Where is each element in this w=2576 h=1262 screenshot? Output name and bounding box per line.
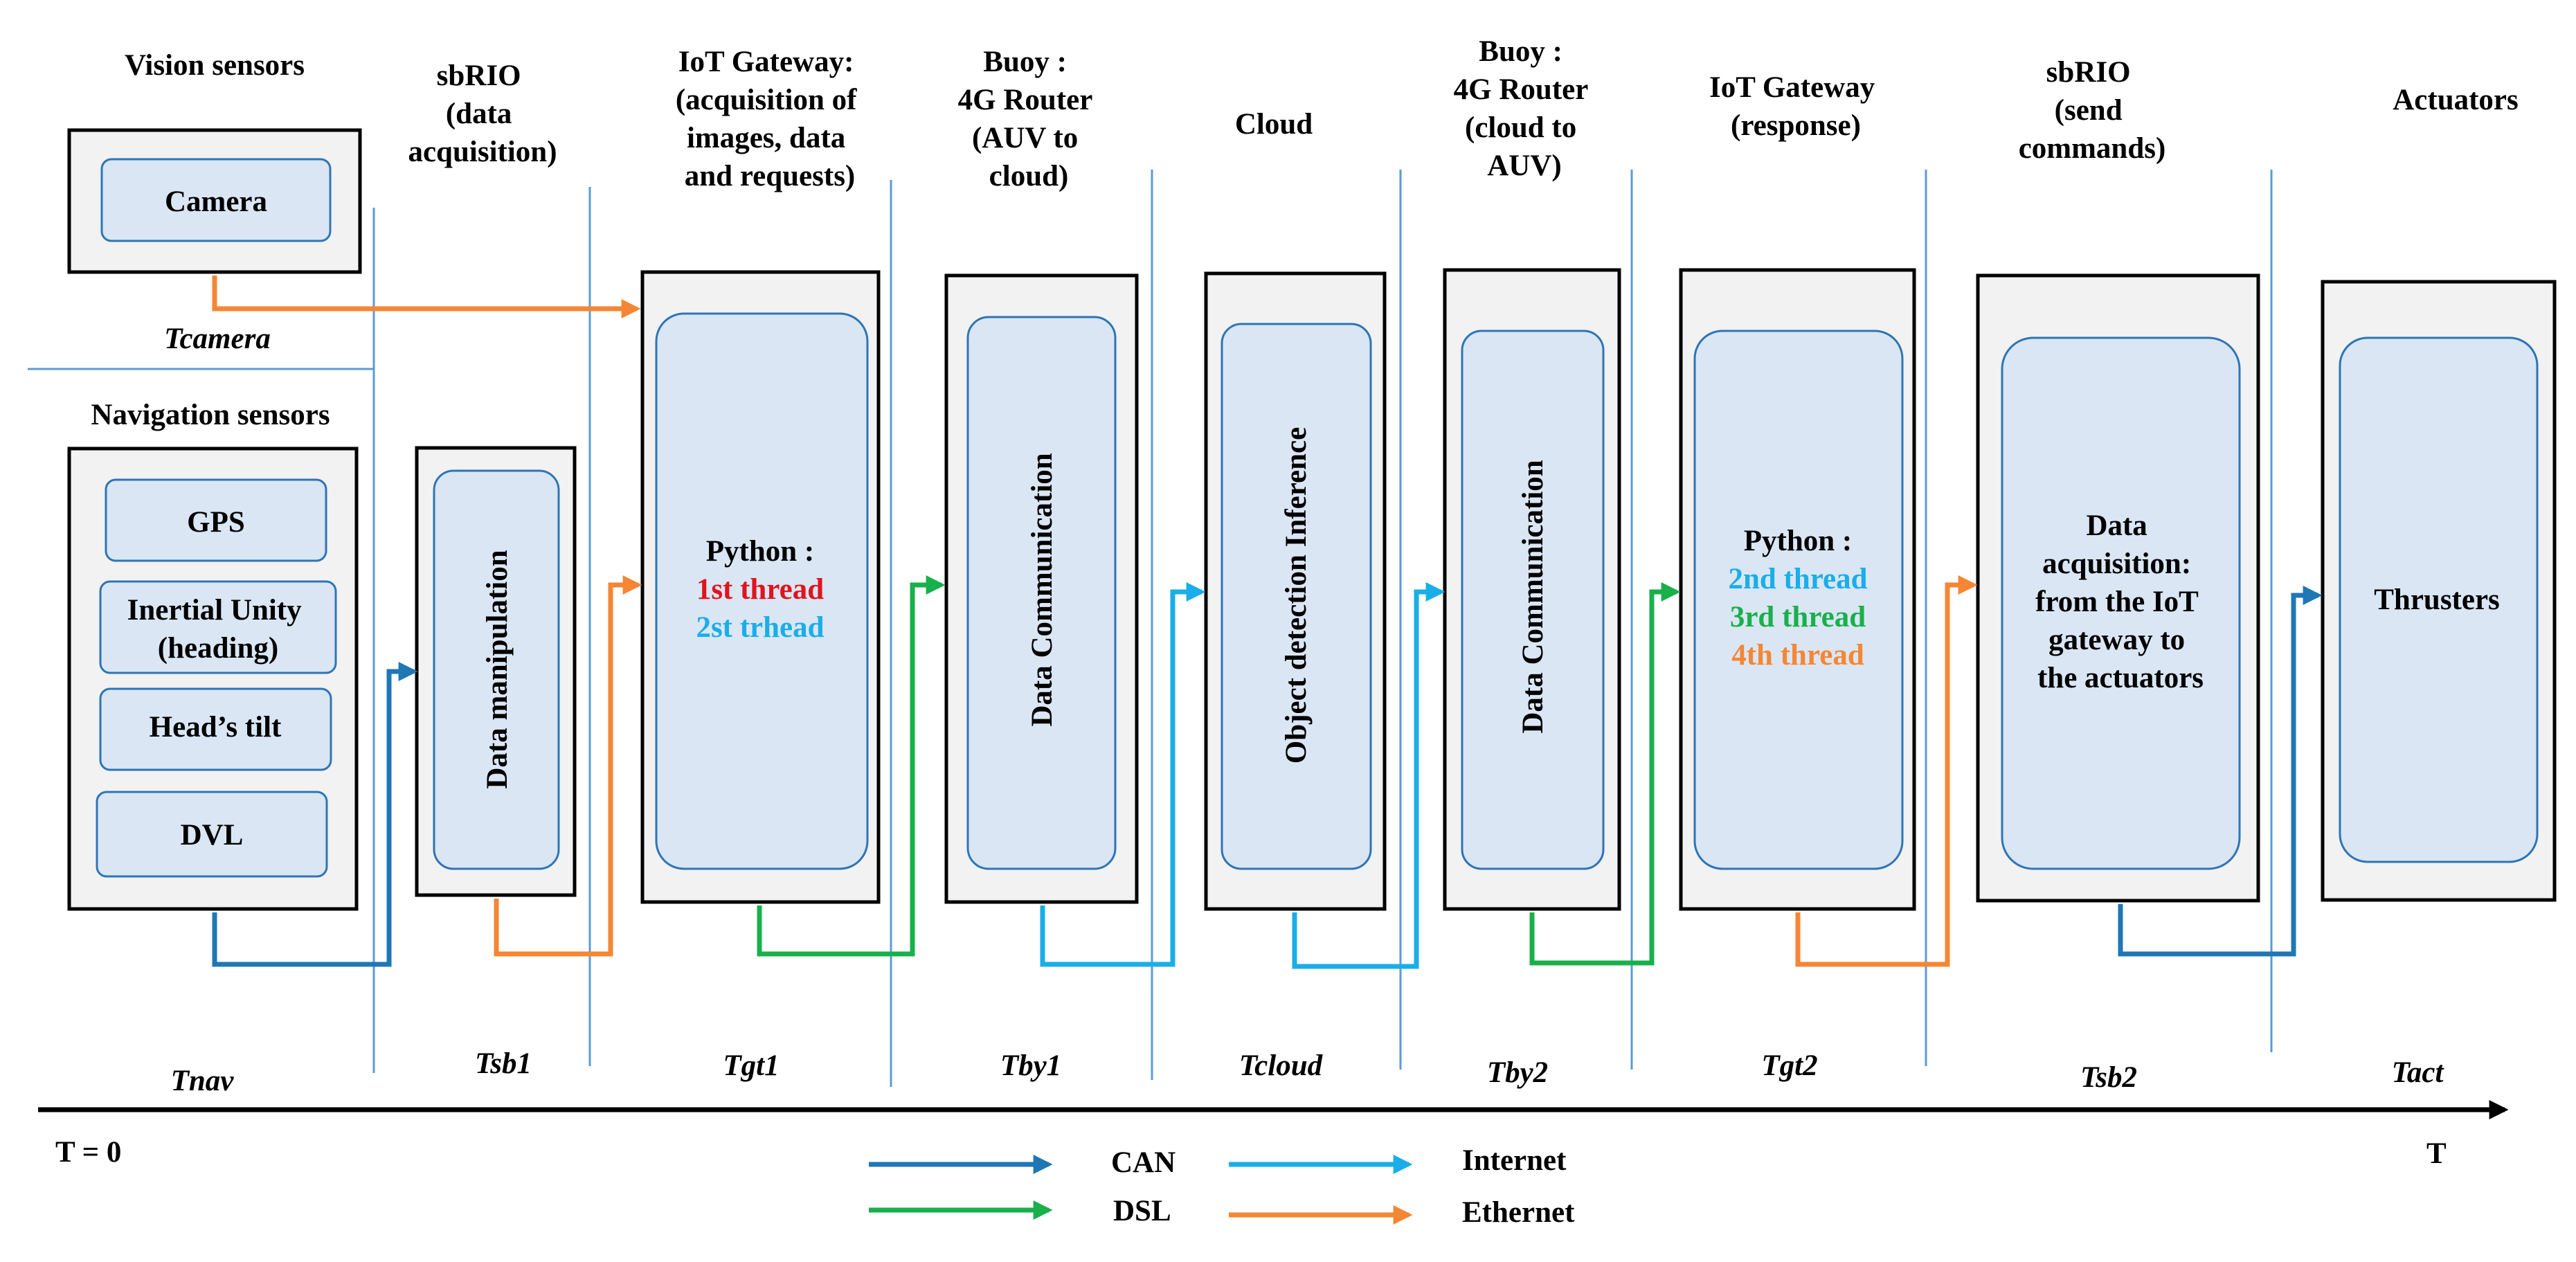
time-label-cloud: Tcloud (1239, 1049, 1324, 1082)
buoy-auv-to-cloud-box: Data Communication (944, 273, 1139, 904)
data-communication-label-2: Data Communication (1517, 460, 1549, 733)
time-label-gt2: Tgt2 (1761, 1049, 1817, 1082)
camera-label: Camera (165, 186, 267, 218)
inertial-unit-box (99, 580, 337, 674)
object-detection-box (1221, 323, 1372, 870)
legend-dsl-label: DSL (1113, 1195, 1171, 1227)
python-label-2: Python : (1744, 525, 1852, 557)
inertial-unit-label: Inertial Unity (heading) (127, 594, 309, 665)
time-labels: Tnav Tsb1 Tgt1 Tby1 Tcloud Tby2 Tgt2 Tsb… (171, 1047, 2445, 1097)
thread-2nd-label: 2nd thread (1728, 563, 1867, 595)
connectors (212, 276, 2323, 969)
thrusters-box (2339, 336, 2539, 863)
dsl-connector-gateway (757, 575, 946, 957)
internet-connector-buoy-1 (1040, 582, 1206, 967)
data-communication-box-1 (966, 316, 1117, 870)
dvl-label: DVL (181, 819, 244, 851)
cloud-box: Object detection Inference (1204, 271, 1387, 911)
legend-internet-label: Internet (1462, 1144, 1567, 1177)
actuators-box: Thrusters (2321, 280, 2557, 902)
time-label-by2: Tby2 (1487, 1056, 1548, 1089)
ethernet-connector-gateway-2 (1795, 575, 1978, 967)
column-dividers (28, 170, 2273, 1087)
time-label-sb1: Tsb1 (475, 1047, 532, 1080)
dvl-box (96, 791, 328, 878)
buoy-cloud-to-auv-box: Data Communication (1443, 268, 1621, 911)
time-axis-end-label: T (2426, 1137, 2447, 1170)
sbrio-acquisition-box: Data manipulation (415, 446, 577, 897)
header-vision-sensors: Vision sensors (125, 49, 305, 82)
header-iot-gateway-acquisition: IoT Gateway: (acquisition of images, dat… (676, 46, 864, 192)
header-iot-gateway-response: IoT Gateway (response) (1709, 71, 1882, 142)
python-threads-box-2 (1693, 330, 1904, 870)
thread-2st-label: 2st trhead (696, 611, 824, 644)
data-manipulation-label: Data manipulation (481, 550, 514, 788)
time-label-act: Tact (2392, 1056, 2445, 1089)
header-sbrio-acquisition: sbRIO (data acquisition) (408, 60, 557, 168)
header-buoy-auv-to-cloud: Buoy : 4G Router (AUV to cloud) (958, 46, 1100, 192)
can-connector-nav (212, 662, 418, 967)
internet-connector-cloud (1292, 582, 1445, 969)
time-label-gt1: Tgt1 (723, 1049, 779, 1082)
time-label-by1: Tby1 (1000, 1049, 1061, 1082)
time-axis-start-label: T = 0 (55, 1136, 121, 1169)
thread-1st-label: 1st thread (696, 573, 824, 606)
data-communication-box-2 (1461, 330, 1605, 870)
gps-label: GPS (187, 506, 245, 539)
iot-gateway-acquisition-box: Python : 1st thread 2st trhead (640, 270, 881, 904)
legend: CAN DSL Internet Ethernet (869, 1144, 1575, 1229)
object-detection-label: Object detection Inference (1280, 427, 1313, 764)
ethernet-connector-sbrio (494, 575, 642, 957)
sbrio-send-commands-box: Data acquisition: from the IoT gateway t… (1976, 273, 2260, 903)
time-label-camera: Tcamera (164, 323, 271, 355)
data-communication-label-1: Data Communication (1026, 453, 1059, 726)
python-threads-box-1 (655, 312, 869, 870)
column-headers: Vision sensors sbRIO (data acquisition) … (91, 35, 2518, 431)
vision-sensor-box: Camera (67, 128, 362, 274)
iot-gateway-response-box: Python : 2nd thread 3rd thread 4th threa… (1679, 268, 1916, 911)
time-label-sb2: Tsb2 (2080, 1061, 2137, 1094)
data-acquisition-label: Data acquisition: from the IoT gateway t… (2035, 510, 2206, 694)
ethernet-connector-camera (212, 276, 641, 318)
navigation-sensor-box: GPS Inertial Unity (heading) Head’s tilt… (67, 447, 359, 911)
time-label-nav: Tnav (171, 1065, 235, 1097)
header-actuators: Actuators (2393, 84, 2519, 116)
header-navigation-sensors: Navigation sensors (91, 399, 330, 431)
camera-box (100, 158, 332, 242)
thread-3rd-label: 3rd thread (1730, 601, 1866, 633)
legend-ethernet-label: Ethernet (1462, 1196, 1575, 1229)
data-acquisition-box (2001, 336, 2241, 870)
can-connector-sbrio-2 (2118, 586, 2323, 957)
python-label-1: Python : (706, 535, 814, 568)
header-cloud: Cloud (1235, 108, 1313, 141)
thread-4th-label: 4th thread (1731, 639, 1864, 671)
thrusters-label: Thrusters (2374, 584, 2500, 616)
legend-can-label: CAN (1111, 1146, 1176, 1179)
gps-box (105, 478, 327, 562)
header-sbrio-send-commands: sbRIO (send commands) (2019, 56, 2166, 165)
data-manipulation-box (433, 469, 560, 870)
head-tilt-label: Head’s tilt (150, 711, 282, 743)
head-tilt-box (99, 687, 332, 771)
header-buoy-cloud-to-auv: Buoy : 4G Router (cloud to AUV) (1454, 35, 1596, 182)
dsl-connector-buoy-2 (1529, 582, 1681, 966)
